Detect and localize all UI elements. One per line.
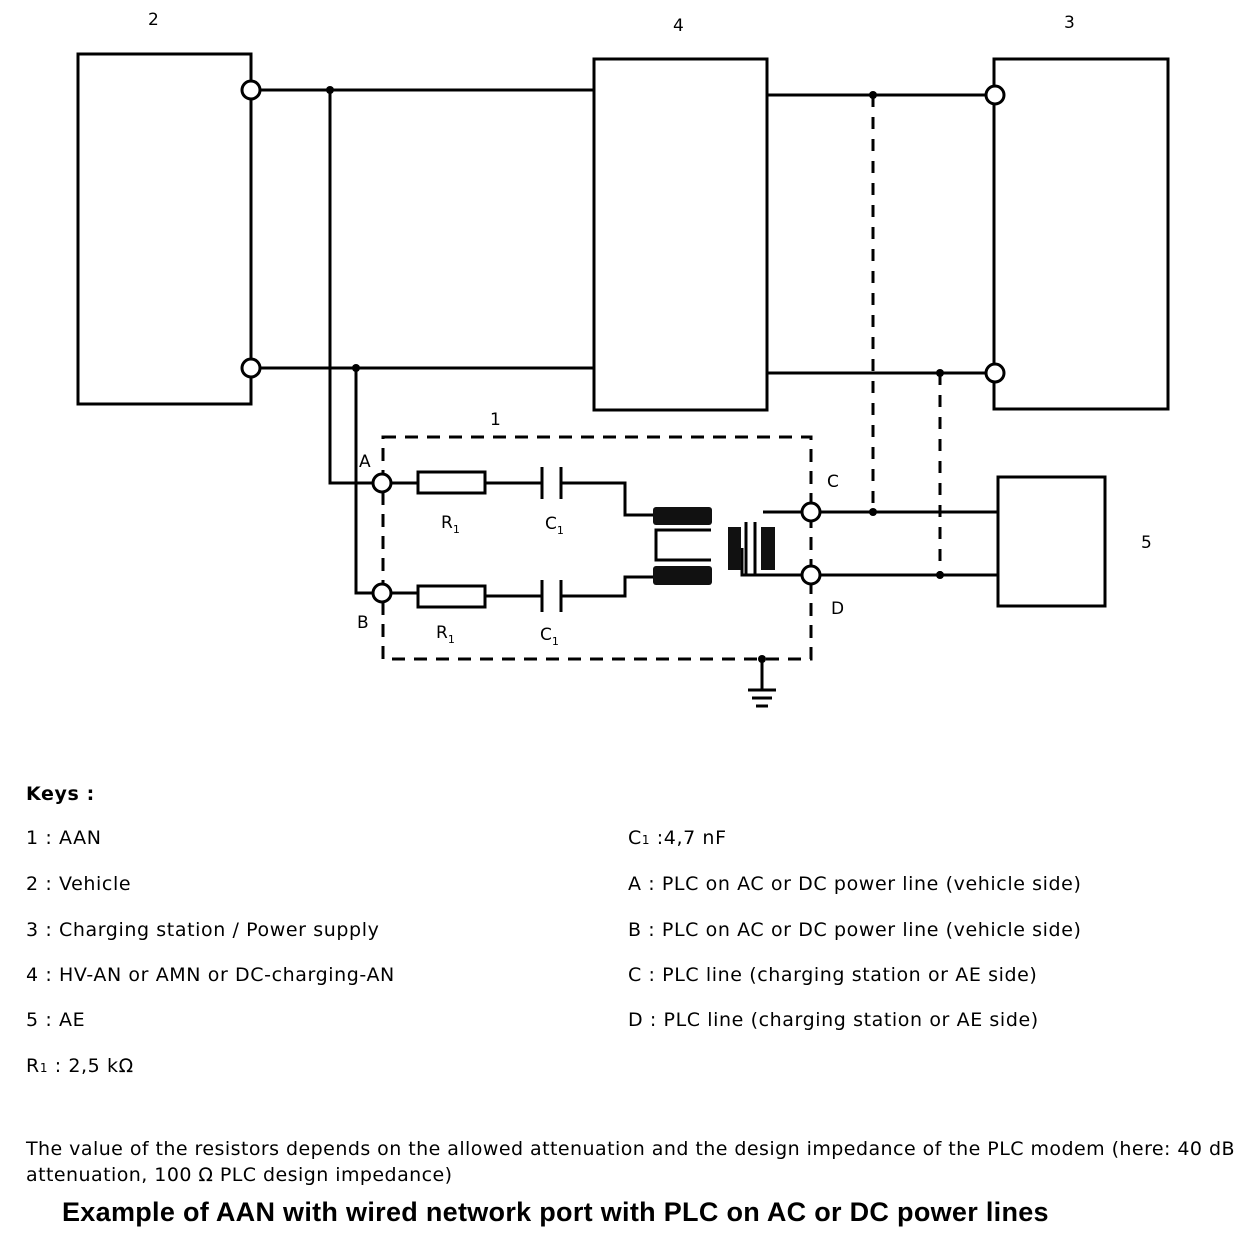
resistor-note: The value of the resistors depends on th… [26, 1138, 1235, 1186]
key-item-5: 5 : AE [26, 1009, 86, 1031]
key-item-c1: C1 :4,7 nF [628, 827, 727, 849]
terminal-b-label: B [357, 613, 369, 633]
r1-bottom-label: R1 [436, 623, 455, 646]
key-item-a: A : PLC on AC or DC power line (vehicle … [628, 873, 1082, 895]
dashed-links [871, 95, 942, 575]
network-box [592, 57, 769, 412]
terminals [240, 79, 1006, 604]
figure-caption: Example of AAN with wired network port w… [62, 1197, 1049, 1227]
c1-bottom-label: C1 [540, 625, 559, 648]
vehicle-block-number: 2 [148, 10, 159, 30]
keys-title: Keys : [26, 783, 95, 805]
common-mode-choke [653, 507, 712, 585]
charging-station-box [992, 57, 1170, 411]
key-item-2: 2 : Vehicle [26, 873, 132, 895]
key-item-3: 3 : Charging station / Power supply [26, 919, 380, 941]
terminal-a [371, 472, 393, 494]
network-block-number: 4 [673, 16, 684, 36]
vehicle-bottom-terminal [240, 357, 262, 379]
r1-top-label: R1 [441, 513, 460, 536]
transformer [728, 522, 775, 575]
junction-dots [326, 86, 944, 663]
circuit-diagram: 2 4 3 1 5 [76, 10, 1170, 708]
key-item-d: D : PLC line (charging station or AE sid… [628, 1009, 1039, 1031]
aan-enclosure [381, 435, 813, 661]
charging-station-block-number: 3 [1064, 13, 1075, 33]
terminal-c-label: C [827, 472, 839, 492]
station-bottom-terminal [984, 362, 1006, 384]
ae-box [996, 475, 1107, 608]
key-item-1: 1 : AAN [26, 827, 102, 849]
station-top-terminal [984, 84, 1006, 106]
ae-block-number: 5 [1141, 533, 1152, 553]
vehicle-box [76, 52, 253, 406]
terminal-c [800, 501, 822, 523]
key-item-r1: R1 : 2,5 kΩ [26, 1055, 134, 1077]
aan-block-number: 1 [490, 410, 501, 430]
power-lines [261, 88, 998, 595]
key-item-b: B : PLC on AC or DC power line (vehicle … [628, 919, 1082, 941]
keys-section: Keys : 1 : AAN 2 : Vehicle 3 : Charging … [26, 783, 1082, 1077]
terminal-d-label: D [831, 599, 844, 619]
terminal-d [800, 564, 822, 586]
c1-top-label: C1 [545, 514, 564, 537]
aan-circuit [391, 467, 803, 708]
vehicle-top-terminal [240, 79, 262, 101]
key-item-c: C : PLC line (charging station or AE sid… [628, 964, 1038, 986]
terminal-b [371, 582, 393, 604]
key-item-4: 4 : HV-AN or AMN or DC-charging-AN [26, 964, 395, 986]
terminal-a-label: A [359, 452, 371, 472]
